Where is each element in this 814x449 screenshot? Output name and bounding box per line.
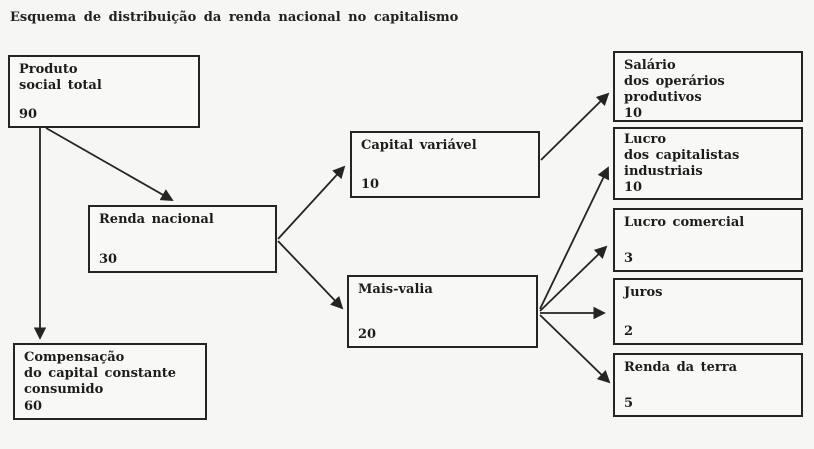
arrow-mais-valia-to-renda-da-terra <box>539 314 611 384</box>
node-lucro-capitalistas-industriais: Lucro dos capitalistas industriais 10 <box>613 127 803 200</box>
node-capital-variavel: Capital variável 10 <box>350 131 540 198</box>
arrow-capital-variavel-to-salario <box>540 92 610 161</box>
arrow-mais-valia-to-lucro-industrial <box>539 166 610 310</box>
node-juros: Juros 2 <box>613 278 803 345</box>
node-label: Renda nacional <box>99 212 214 227</box>
node-value: 5 <box>624 396 634 412</box>
node-label: Compensação do capital constante consumi… <box>24 350 177 397</box>
arrow-produto-to-renda-nacional <box>45 127 174 201</box>
node-value: 10 <box>624 105 643 121</box>
node-renda-nacional: Renda nacional 30 <box>88 205 277 273</box>
node-produto-social-total: Produto social total 90 <box>8 55 200 128</box>
node-label: Capital variável <box>361 138 477 153</box>
node-value: 10 <box>361 177 380 193</box>
node-label: Produto social total <box>19 62 102 93</box>
node-value: 90 <box>19 107 38 123</box>
node-label: Mais-valia <box>358 282 433 297</box>
arrow-mais-valia-to-lucro-comercial <box>539 245 608 312</box>
node-value: 10 <box>624 179 643 195</box>
node-label: Juros <box>624 285 663 300</box>
node-value: 3 <box>624 251 634 267</box>
diagram-title: Esquema de distribuição da renda naciona… <box>10 10 459 25</box>
node-mais-valia: Mais-valia 20 <box>347 275 538 348</box>
node-lucro-comercial: Lucro comercial 3 <box>613 208 803 272</box>
node-label: Renda da terra <box>624 360 738 375</box>
node-value: 60 <box>24 399 43 415</box>
arrow-renda-to-mais-valia <box>277 240 344 310</box>
node-label: Salário dos operários produtivos <box>624 58 725 105</box>
node-value: 30 <box>99 252 118 268</box>
node-salario-operarios: Salário dos operários produtivos 10 <box>613 51 803 122</box>
arrow-renda-to-capital-variavel <box>277 165 346 240</box>
node-value: 2 <box>624 324 634 340</box>
node-renda-da-terra: Renda da terra 5 <box>613 353 803 417</box>
node-label: Lucro dos capitalistas industriais <box>624 132 740 179</box>
node-label: Lucro comercial <box>624 215 745 230</box>
node-compensacao-capital-constante: Compensação do capital constante consumi… <box>13 343 207 420</box>
node-value: 20 <box>358 327 377 343</box>
